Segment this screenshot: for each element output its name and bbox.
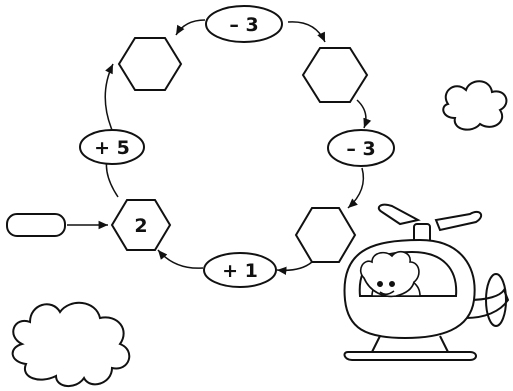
operation-minus-3-top: – 3 [206,6,282,42]
pilot-eye [390,282,394,286]
operation-label: + 5 [94,137,130,159]
arrow-icon [357,100,366,128]
rotor-blade [379,205,418,224]
arrow-icon [277,262,312,270]
operation-label: – 3 [229,14,258,36]
arrow-icon [176,20,205,35]
arrow-icon [288,22,325,42]
rotor-blade [436,212,481,230]
operation-minus-3-right: – 3 [328,130,394,166]
landing-strut [372,336,380,352]
landing-skid [345,352,476,360]
start-hexagon: 2 [112,200,170,250]
cloud-icon [443,81,506,129]
arrow-icon [348,168,363,208]
answer-hexagon-3[interactable] [296,208,355,262]
pilot-eye [378,282,382,286]
answer-hexagon-1[interactable] [119,38,181,90]
answer-hexagon-2[interactable] [303,48,367,102]
cloud-icon [13,303,130,386]
landing-strut [440,336,448,352]
operation-plus-1: + 1 [204,253,276,287]
operation-label: + 1 [222,260,258,282]
operation-plus-5: + 5 [80,130,144,164]
operation-label: – 3 [346,138,375,160]
arrow-icon [158,250,203,268]
start-value: 2 [134,215,147,237]
answer-box[interactable] [7,214,65,236]
arrow-icon [105,64,113,130]
